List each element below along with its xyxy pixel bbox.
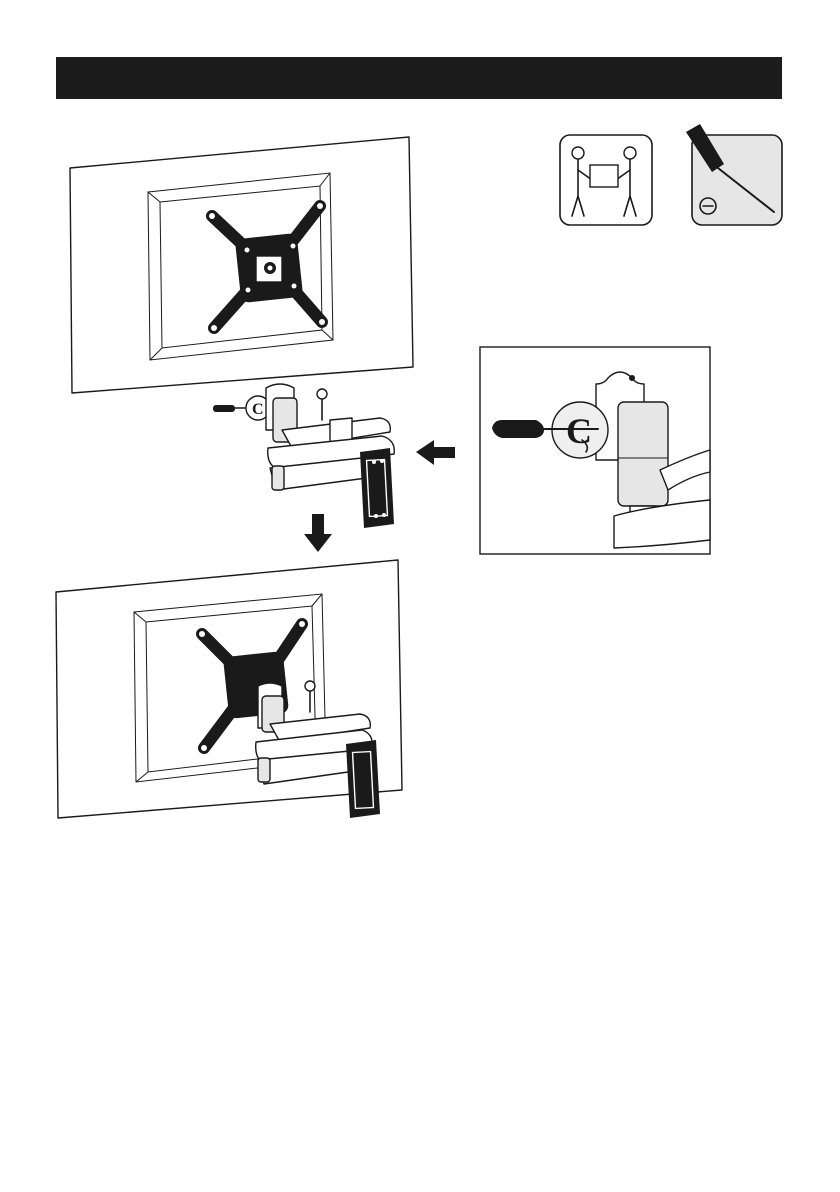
set-screw-detail: C — [480, 347, 710, 554]
arrow-down-icon — [304, 514, 332, 552]
two-person-lift-icon — [560, 135, 652, 225]
svg-text:C: C — [566, 411, 592, 451]
assembled-monitor-view — [56, 560, 402, 818]
svg-text:C: C — [252, 401, 264, 418]
wall-arm-assembly: C — [213, 384, 394, 528]
arrow-left-icon — [416, 440, 455, 465]
flathead-screwdriver-icon — [686, 124, 782, 225]
monitor-rear-view — [70, 137, 413, 393]
